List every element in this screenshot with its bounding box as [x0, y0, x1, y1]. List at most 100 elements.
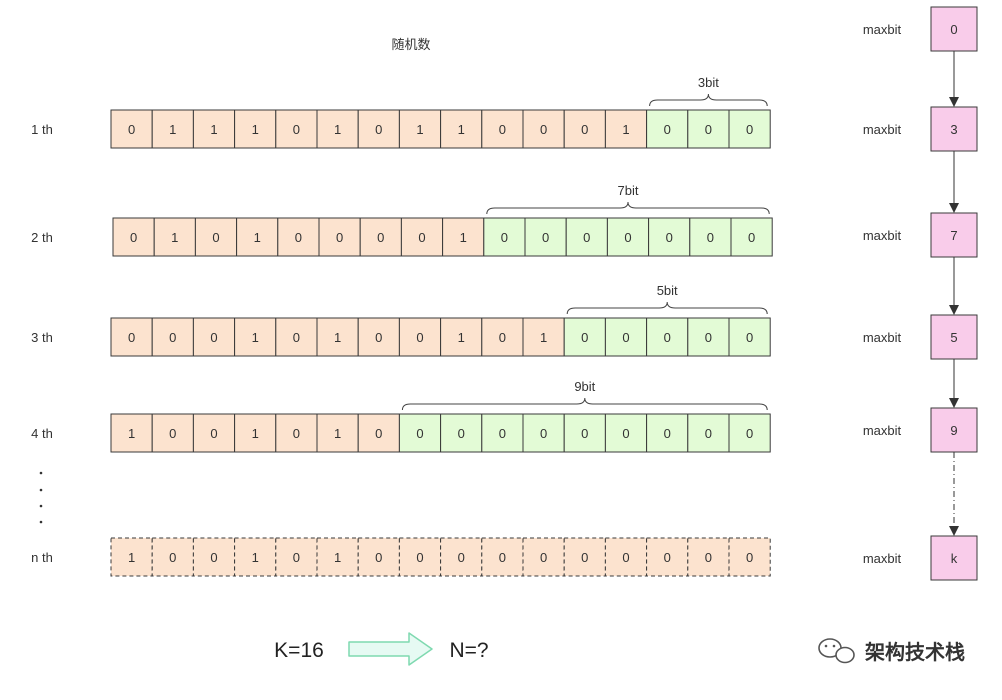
bit-cell	[275, 413, 318, 453]
maxbit-label: maxbit	[863, 228, 902, 243]
bit-cell	[151, 413, 194, 453]
bit-value: 1	[460, 230, 467, 245]
bit-cell	[522, 537, 565, 577]
bit-value: 0	[458, 426, 465, 441]
trailing-zero-cell	[728, 317, 771, 357]
bit-value: 0	[128, 330, 135, 345]
bit-cell	[110, 413, 153, 453]
maxbit-box	[930, 314, 978, 360]
bit-value: 0	[293, 550, 300, 565]
bit-value: 0	[169, 550, 176, 565]
bit-value: 0	[622, 330, 629, 345]
bit-cell	[110, 537, 153, 577]
bit-value: 0	[499, 122, 506, 137]
bit-value: 0	[169, 426, 176, 441]
bit-value: 0	[746, 122, 753, 137]
maxbit-value: 9	[950, 423, 957, 438]
bit-cell	[194, 217, 238, 257]
bit-value: 0	[705, 550, 712, 565]
bit-value: 0	[622, 426, 629, 441]
watermark-text: 架构技术栈	[865, 640, 965, 664]
brace-label: 7bit	[618, 183, 639, 198]
trailing-zero-cell	[604, 317, 648, 357]
trailing-zero-cell	[730, 217, 773, 257]
bit-value: 0	[540, 122, 547, 137]
bit-value: 0	[293, 330, 300, 345]
bit-value: 0	[705, 426, 712, 441]
bit-value: 0	[499, 426, 506, 441]
bit-value: 1	[252, 426, 259, 441]
bit-value: 0	[540, 426, 547, 441]
bit-value: 0	[499, 550, 506, 565]
bit-cell	[604, 109, 648, 149]
bit-value: 0	[746, 426, 753, 441]
bit-cell	[316, 317, 359, 357]
trailing-zero-cell	[646, 413, 689, 453]
bit-cell	[110, 109, 153, 149]
row-label: 1 th	[31, 122, 53, 137]
maxbit-value: 5	[950, 330, 957, 345]
brace	[566, 301, 768, 315]
trailing-zero-cell	[606, 217, 650, 257]
bit-value: 0	[293, 122, 300, 137]
brace	[401, 397, 768, 411]
bit-value: 0	[212, 230, 219, 245]
trailing-zero-cell	[440, 413, 483, 453]
bit-cell	[563, 109, 606, 149]
bit-cell	[440, 317, 483, 357]
bit-value: 0	[210, 330, 217, 345]
bit-value: 0	[540, 550, 547, 565]
bit-value: 0	[375, 122, 382, 137]
bit-value: 1	[334, 426, 341, 441]
bit-cell	[646, 537, 689, 577]
maxbit-label: maxbit	[863, 330, 902, 345]
maxbit-label: maxbit	[863, 122, 902, 137]
bit-value: 0	[293, 426, 300, 441]
bit-value: 0	[666, 230, 673, 245]
maxbit-value: k	[951, 551, 958, 566]
trailing-zero-cell	[646, 109, 689, 149]
bit-value: 0	[418, 230, 425, 245]
bit-cell	[234, 317, 277, 357]
bit-cell	[192, 413, 236, 453]
bit-value: 0	[210, 550, 217, 565]
bit-cell	[398, 109, 442, 149]
bit-value: 0	[748, 230, 755, 245]
bit-value: 1	[334, 122, 341, 137]
bit-value: 0	[375, 426, 382, 441]
formula-right: N=?	[449, 639, 488, 662]
maxbit-label: maxbit	[863, 423, 902, 438]
trailing-zero-cell	[524, 217, 567, 257]
bit-value: 0	[336, 230, 343, 245]
bit-value: 1	[128, 550, 135, 565]
bit-value: 0	[581, 550, 588, 565]
bit-value: 0	[581, 426, 588, 441]
bit-value: 0	[416, 330, 423, 345]
brace-label: 3bit	[698, 75, 719, 90]
bit-cell	[318, 217, 361, 257]
row-label: 4 th	[31, 426, 53, 441]
maxbit-label: maxbit	[863, 22, 902, 37]
trailing-zero-cell	[728, 109, 771, 149]
bit-cell	[275, 537, 318, 577]
bit-cell	[275, 317, 318, 357]
bit-value: 0	[624, 230, 631, 245]
bit-value: 0	[707, 230, 714, 245]
bit-value: 0	[169, 330, 176, 345]
bit-cell	[153, 217, 196, 257]
bit-cell	[112, 217, 155, 257]
bit-cell	[398, 317, 442, 357]
wechat-icon	[818, 638, 855, 664]
bit-cell	[687, 537, 730, 577]
bit-cell	[604, 537, 648, 577]
bit-cell	[357, 537, 400, 577]
maxbit-box	[930, 6, 978, 52]
bit-value: 0	[210, 426, 217, 441]
bit-cell	[442, 217, 485, 257]
bit-value: 1	[622, 122, 629, 137]
bit-cell	[277, 217, 320, 257]
